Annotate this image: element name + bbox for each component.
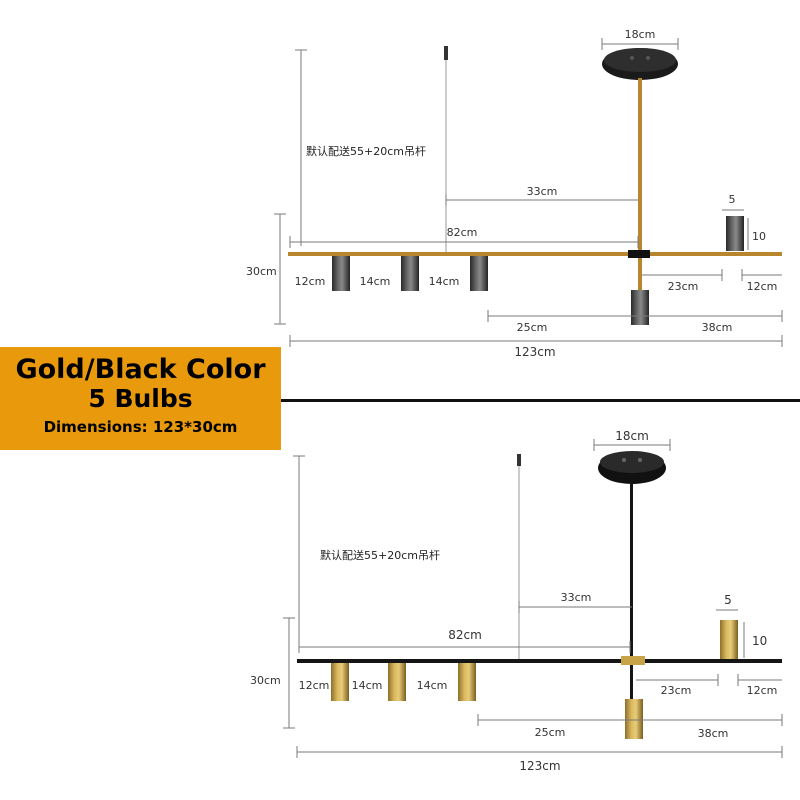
dim-small-w: 5 [724,593,732,607]
dim-23: 23cm [668,280,699,293]
dim-25: 25cm [535,726,566,739]
dim-total: 123cm [514,345,555,359]
down-rod [630,482,633,658]
shade-up [726,216,744,251]
shade [401,256,419,291]
bar-joint [628,250,650,258]
shade [625,699,643,739]
diagram-top: 18cm 默认配送55+20cm吊杆 33cm 82cm 30cm 5 10 1… [246,28,783,359]
dim-23: 23cm [661,684,692,697]
diagram-bottom: 18cm 默认配送55+20cm吊杆 33cm 82cm 30cm 5 10 1… [250,429,783,773]
rod-note: 默认配送55+20cm吊杆 [320,548,440,562]
dim-14-a: 14cm [352,679,383,692]
shade [458,663,476,701]
dim-height: 30cm [246,265,277,278]
shade [331,663,349,701]
dim-small-h: 10 [752,634,767,648]
shade [332,256,350,291]
shade [631,290,649,325]
product-badge: Gold/Black Color 5 Bulbs Dimensions: 123… [0,347,281,450]
badge-title: Gold/Black Color [15,354,266,385]
dim-small-w: 5 [729,193,736,206]
dim-12-right: 12cm [747,684,778,697]
dim-25: 25cm [517,321,548,334]
section-divider [281,399,800,402]
dim-33: 33cm [561,591,592,604]
bar-joint [621,656,645,665]
shade [388,663,406,701]
dim-38: 38cm [698,727,729,740]
dim-14-a: 14cm [360,275,391,288]
badge-bulbs: 5 Bulbs [88,384,193,413]
dim-14-b: 14cm [429,275,460,288]
dim-12-right: 12cm [747,280,778,293]
dim-12-left: 12cm [295,275,326,288]
badge-dimensions: Dimensions: 123*30cm [43,418,238,436]
dim-height: 30cm [250,674,281,687]
dim-canopy: 18cm [625,28,656,41]
dim-small-h: 10 [752,230,766,243]
dim-14-b: 14cm [417,679,448,692]
shade-up [720,620,738,659]
shade [470,256,488,291]
dim-canopy: 18cm [615,429,649,443]
horizontal-bar [288,252,782,256]
down-rod [638,78,642,253]
dim-total: 123cm [519,759,560,773]
dim-82: 82cm [448,628,482,642]
dim-12-left: 12cm [299,679,330,692]
dim-33: 33cm [527,185,558,198]
dim-82: 82cm [447,226,478,239]
rod-note: 默认配送55+20cm吊杆 [306,144,426,158]
dim-38: 38cm [702,321,733,334]
horizontal-bar [297,659,782,663]
